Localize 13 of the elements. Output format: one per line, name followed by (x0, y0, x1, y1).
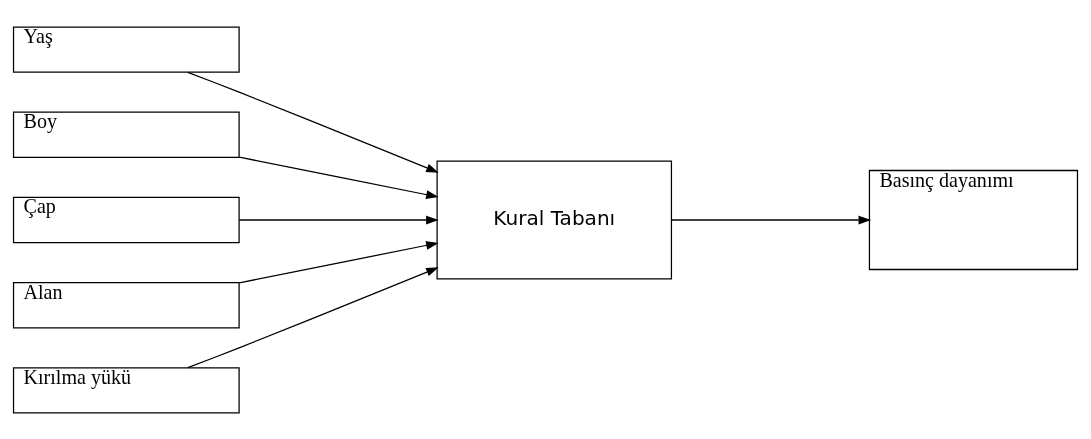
node-box: Alan (12, 281, 240, 328)
arrow (238, 156, 439, 199)
node-box: Boy (12, 111, 240, 158)
arrow (187, 266, 439, 368)
node-box: Basınç dayanımı (868, 169, 1079, 270)
node-box: Kırılma yükü (12, 366, 240, 414)
arrow (238, 215, 439, 224)
node-box: Çap (12, 196, 240, 243)
arrow (187, 71, 439, 173)
arrow (670, 215, 872, 224)
arrow (238, 240, 439, 283)
node-box: Yaş (12, 25, 240, 73)
node-box: Kural Tabanı (436, 159, 673, 280)
